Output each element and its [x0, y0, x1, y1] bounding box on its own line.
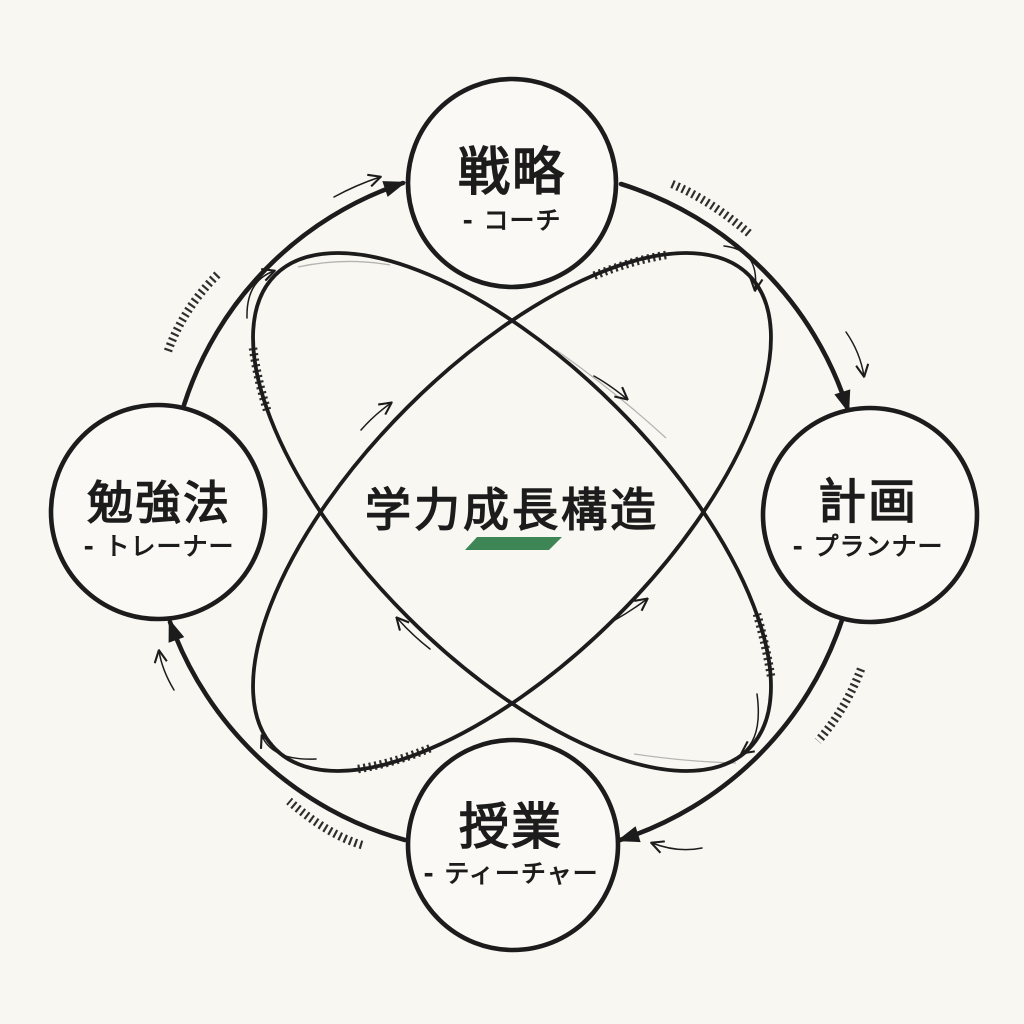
hatch-orbit-left	[248, 347, 272, 412]
accent-arrow-near-left	[159, 651, 175, 691]
cycle-arrow-top-to-right	[618, 181, 851, 414]
node-study-method: 勉強法 - トレーナー	[83, 479, 234, 561]
orbit-arrow-upper-right-edge	[593, 375, 627, 399]
hatch-orbit-right	[752, 612, 776, 677]
cycle-arrow-bottom-to-left	[167, 618, 408, 843]
sketch-ghost-lines	[297, 260, 737, 764]
orbit-hook-lower-left-tip	[262, 736, 317, 760]
sketch-accent-arrows	[159, 177, 864, 850]
orbit-flow-arrows	[360, 375, 647, 650]
orbit-arrow-lower-left-edge	[397, 618, 431, 650]
orbit-hook-lower-right-tip	[742, 693, 760, 753]
node-plan-subtitle: - プランナー	[792, 532, 944, 562]
hatch-orbit-bottom	[357, 743, 435, 774]
orbit-ellipse-sw-ne	[251, 251, 773, 773]
ghost-line-upper-right	[555, 349, 667, 439]
hatch-cycle-upper-left	[163, 270, 222, 353]
orbit-arrow-lower-right-edge	[614, 599, 647, 621]
ghost-line-lower-right	[633, 753, 737, 764]
study-method-node-circle	[48, 402, 268, 622]
node-strategy-subtitle: - コーチ	[462, 205, 562, 235]
node-lesson-label: 授業	[459, 798, 563, 857]
node-lesson-subtitle: - ティーチャー	[423, 858, 599, 888]
cycle-arrow-right-to-bottom	[616, 617, 845, 843]
orbit-hook-upper-left-tip	[246, 271, 274, 319]
ghost-line-upper-left	[297, 260, 391, 268]
node-strategy-label: 戦略	[457, 143, 567, 204]
title-underline-accent	[465, 537, 562, 550]
hatch-orbit-top	[589, 250, 667, 281]
strategy-node-circle	[405, 76, 619, 290]
node-lesson: 授業 - ティーチャー	[423, 801, 598, 887]
cycle-arrow-left-to-top	[181, 180, 407, 408]
node-strategy: 戦略 - コーチ	[458, 146, 566, 234]
cycle-arrows	[167, 180, 851, 843]
plan-node-circle	[760, 405, 980, 625]
hatch-cycle-lower-right	[814, 667, 865, 744]
node-plan-label: 計画	[817, 474, 918, 531]
accent-arrow-near-bottom	[652, 843, 703, 850]
accent-arrow-near-top	[333, 177, 380, 198]
node-study-method-label: 勉強法	[87, 476, 231, 531]
orbit-tip-hooks	[246, 245, 760, 760]
cycle-hatch-marks	[163, 180, 865, 850]
orbit-hatch-marks	[248, 250, 776, 774]
lesson-node-circle	[405, 737, 621, 953]
hatch-cycle-lower-left	[286, 797, 364, 850]
orbit-hook-upper-right-tip	[723, 245, 756, 290]
node-study-method-subtitle: - トレーナー	[83, 532, 235, 562]
node-circles	[48, 76, 980, 953]
accent-arrow-near-right	[845, 331, 864, 376]
diagram-title: 学力成長構造	[365, 483, 659, 537]
node-plan: 計画 - プランナー	[792, 477, 943, 561]
orbit-arrow-upper-left-edge	[360, 403, 391, 431]
